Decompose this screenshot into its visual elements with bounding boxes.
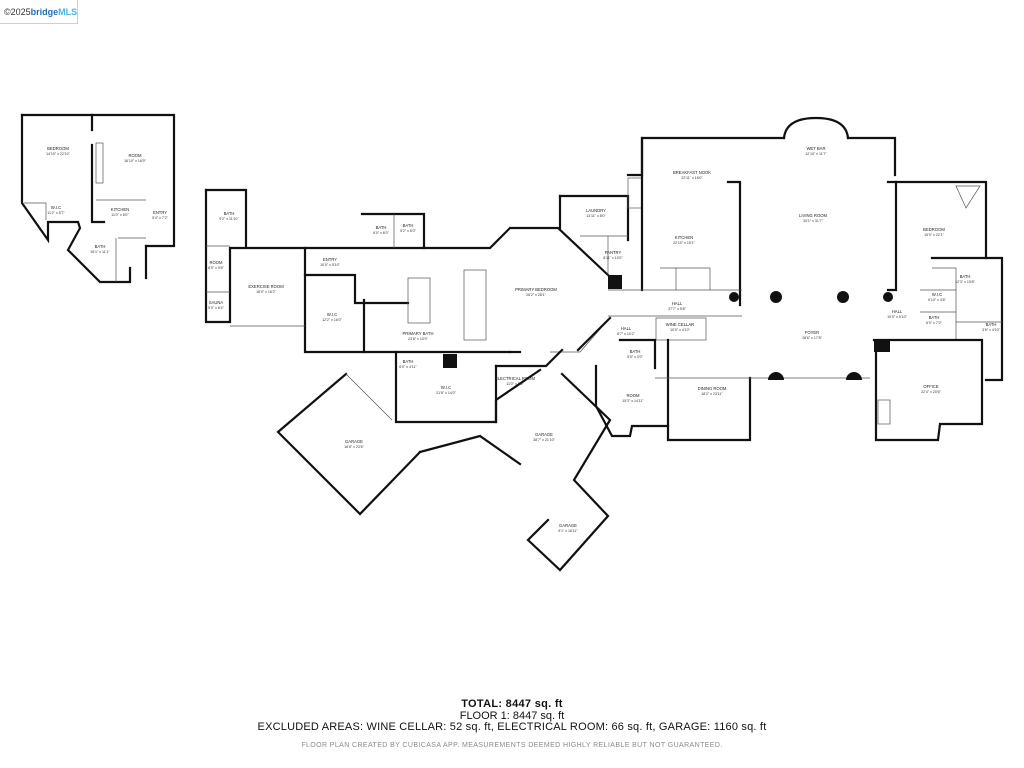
room-dimension-label: 5'4" x 7'2" (152, 216, 168, 220)
room-name-label: ENTRY (323, 257, 337, 262)
room-dimension-label: 18'2" x 23'11" (701, 392, 723, 396)
room-dimension-label: 8'11" x 10'0" (603, 256, 623, 260)
room-name-label: ROOM (626, 393, 640, 398)
floor-area: FLOOR 1: 8447 sq. ft (459, 710, 565, 722)
room-dimension-label: 3'6" x 4'10" (982, 328, 1000, 332)
room-dimension-label: 12'3" x 15'8" (955, 280, 975, 284)
room-name-label: BATH (986, 322, 997, 327)
plan-walls (20, 113, 1004, 572)
room-dimension-label: 9'1" x 16'11" (558, 529, 578, 533)
total-area: TOTAL: 8447 sq. ft (461, 698, 563, 710)
disclaimer: FLOOR PLAN CREATED BY CUBICASA APP. MEAS… (301, 742, 723, 749)
room-name-label: KITCHEN (675, 235, 693, 240)
room-name-label: PANTRY (605, 250, 622, 255)
room-name-label: PRIMARY BATH (403, 331, 434, 336)
room-dimension-label: 11'0" x 6'0" (111, 213, 129, 217)
room-name-label: HALL (621, 326, 632, 331)
room-dimension-label: 9'2" x 11'10" (219, 217, 239, 221)
room-dimension-label: 16'8" x 23'6" (344, 445, 364, 449)
room-name-label: KITCHEN (111, 207, 129, 212)
room-dimension-label: 22'4" x 20'6" (921, 390, 941, 394)
room-name-label: HALL (892, 309, 903, 314)
room-dimension-label: 12'10" x 11'7" (805, 152, 827, 156)
room-name-label: BATH (95, 244, 106, 249)
copyright-badge: ©2025 bridge MLS (0, 0, 78, 24)
room-dimension-label: 8'0" x 9'6" (208, 266, 224, 270)
room-dimension-label: 6'0" x 6'0" (373, 231, 389, 235)
room-dimension-label: 21'8" x 14'0" (436, 391, 456, 395)
room-dimension-label: 11'0" x 5'6" (506, 382, 524, 386)
room-name-label: BEDROOM (47, 146, 69, 151)
room-dimension-label: 15'3" x 14'11" (622, 399, 644, 403)
copyright-text: ©2025 (4, 6, 31, 17)
brand-name-accent: MLS (58, 6, 78, 17)
room-name-label: ROOM (209, 260, 223, 265)
excluded-areas: EXCLUDED AREAS: WINE CELLAR: 52 sq. ft, … (257, 721, 767, 733)
room-name-label: FOYER (805, 330, 819, 335)
room-name-label: BEDROOM (923, 227, 945, 232)
room-dimension-label: 22'10" x 15'1" (673, 241, 695, 245)
room-name-label: W.I.C (51, 205, 61, 210)
room-dimension-label: 13'11" x 8'0" (586, 214, 606, 218)
room-name-label: BATH (403, 359, 414, 364)
room-name-label: W.I.C (327, 312, 337, 317)
room-dimension-label: 22'11" x 16'0" (681, 176, 703, 180)
room-dimension-label: 5'0" x 6'4" (208, 306, 224, 310)
room-dimension-label: 12'2" x 16'0" (322, 318, 342, 322)
room-dimension-label: 26'2" x 28'1" (526, 293, 546, 297)
room-dimension-label: 10'0" x 4'10" (670, 328, 690, 332)
room-name-label: ENTRY (153, 210, 167, 215)
room-dimension-label: 6'0" x 7'2" (926, 321, 942, 325)
room-dimension-label: 6'0" x 4'11" (399, 365, 417, 369)
room-name-label: EXERCISE ROOM (248, 284, 284, 289)
room-name-label: W.I.C (932, 292, 942, 297)
room-name-label: LIVING ROOM (799, 213, 827, 218)
room-dimension-label: 23'8" x 10'0" (408, 337, 428, 341)
room-name-label: DINING ROOM (698, 386, 727, 391)
room-name-label: LAUNDRY (586, 208, 606, 213)
room-name-label: PRIMARY BEDROOM (515, 287, 557, 292)
room-name-label: BATH (376, 225, 387, 230)
room-name-label: ELECTRICAL ROOM (495, 376, 535, 381)
room-dimension-label: 10'0" x 5'10" (887, 315, 907, 319)
room-name-label: SAUNA (209, 300, 224, 305)
room-name-label: WET BAR (806, 146, 825, 151)
room-dimension-label: 5'0" x 3'0" (627, 355, 643, 359)
room-name-label: HALL (672, 301, 683, 306)
room-dimension-label: 38'7" x 21'10" (533, 438, 555, 442)
room-dimension-label: 5'2" x 6'0" (400, 229, 416, 233)
room-dimension-label: 30'1" x 31'7" (803, 219, 823, 223)
room-dimension-label: 16'0" x 16'2" (256, 290, 276, 294)
room-dimension-label: 16'10" x 16'9" (124, 159, 146, 163)
room-name-label: GARAGE (345, 439, 363, 444)
room-name-label: WINE CELLAR (666, 322, 694, 327)
room-name-label: BATH (403, 223, 414, 228)
room-name-label: ROOM (128, 153, 142, 158)
room-dimension-label: 37'7" x 5'8" (668, 307, 686, 311)
room-dimension-label: 28'6" x 17'8" (802, 336, 822, 340)
room-dimension-label: 6'10" x 3'8" (928, 298, 946, 302)
room-name-label: OFFICE (923, 384, 939, 389)
room-dimension-label: 14'10" x 22'10" (46, 152, 70, 156)
room-dimension-label: 10'0" x 5'10" (320, 263, 340, 267)
room-dimension-label: 15'0" x 22'1" (924, 233, 944, 237)
room-name-label: GARAGE (559, 523, 577, 528)
room-name-label: BATH (929, 315, 940, 320)
room-dimension-label: 11'2" x 5'7" (47, 211, 65, 215)
room-name-label: BATH (630, 349, 641, 354)
brand-name: bridge (30, 6, 59, 17)
room-dimension-label: 16'1" x 11'1" (90, 250, 110, 254)
room-name-label: BATH (224, 211, 235, 216)
room-name-label: GARAGE (535, 432, 553, 437)
room-dimension-label: 8'7" x 10'2" (617, 332, 635, 336)
room-name-label: W.I.C (441, 385, 451, 390)
room-name-label: BATH (960, 274, 971, 279)
room-name-label: BREAKFAST NOOK (673, 170, 711, 175)
